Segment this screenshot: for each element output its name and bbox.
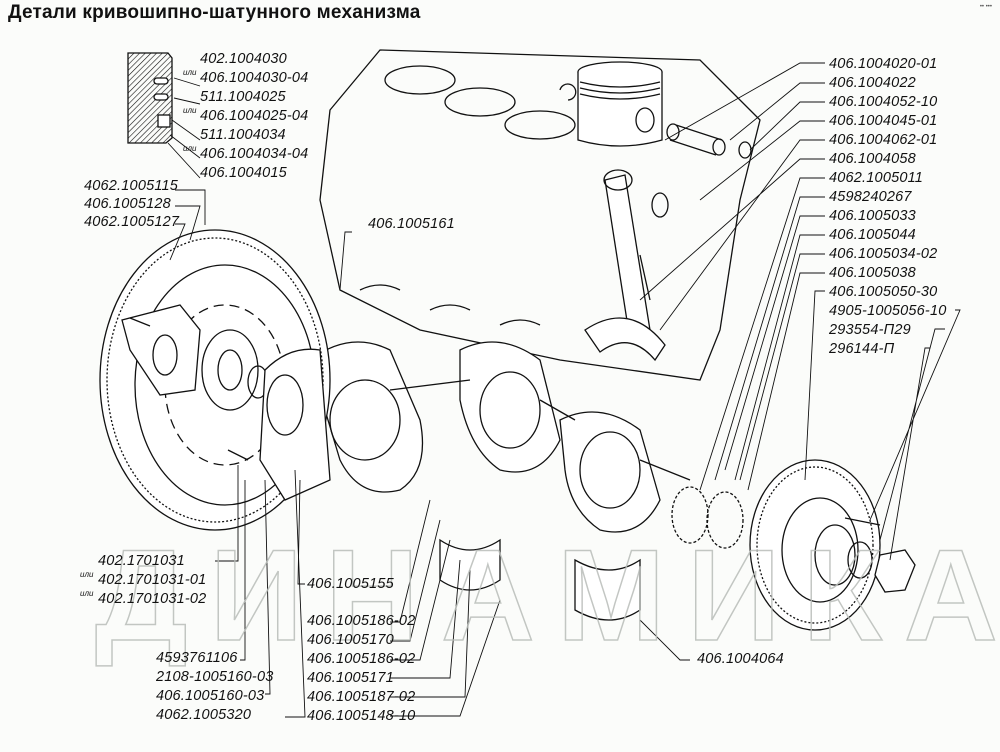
piston-ring-section <box>127 52 173 144</box>
part-label: 402.1701031-02 <box>98 591 207 607</box>
or-word: или <box>80 570 94 579</box>
part-label: 4593761106 <box>156 650 238 666</box>
part-label: 406.1004064 <box>697 651 784 667</box>
part-label: 406.1005186-02 <box>307 613 416 629</box>
or-word: или <box>183 144 197 153</box>
part-label: 4062.1005115 <box>84 178 179 194</box>
part-label: 406.1004062-01 <box>829 132 938 148</box>
leader-lines <box>167 62 961 718</box>
part-label: 402.1701031 <box>98 553 185 569</box>
part-label: 406.1005155 <box>307 576 394 592</box>
part-label: 406.1005033 <box>829 208 916 224</box>
part-label: 406.1005161 <box>368 216 455 232</box>
part-label: 406.1004058 <box>829 151 916 167</box>
part-label: 4062.1005320 <box>156 707 252 723</box>
or-word: или <box>183 68 197 77</box>
part-label: 406.1004022 <box>829 75 916 91</box>
part-label: 406.1004034-04 <box>200 146 309 162</box>
part-label: 406.1005171 <box>307 670 394 686</box>
part-label: 293554-П29 <box>829 322 911 338</box>
part-label: 406.1004015 <box>200 165 287 181</box>
part-label: 406.1005148-10 <box>307 708 416 724</box>
part-label: 402.1004030 <box>200 51 287 67</box>
part-label: 406.1005186-02 <box>307 651 416 667</box>
bearing-caps <box>439 538 641 621</box>
watermark: ДИНАМИКА <box>94 521 1000 669</box>
part-label: 402.1701031-01 <box>98 572 207 588</box>
part-label: 4062.1005127 <box>84 214 180 230</box>
part-label: 406.1005160-03 <box>156 688 265 704</box>
part-label: 406.1005050-30 <box>829 284 938 300</box>
part-label: 4062.1005011 <box>829 170 924 186</box>
part-label: 406.1005038 <box>829 265 916 281</box>
part-label: 406.1005128 <box>84 196 171 212</box>
or-word: или <box>80 589 94 598</box>
part-label: 406.1005044 <box>829 227 916 243</box>
part-label: 511.1004034 <box>200 127 286 143</box>
engine-block <box>319 49 761 381</box>
crank-pulley <box>671 459 916 631</box>
part-label: 4598240267 <box>829 189 912 205</box>
part-label: 406.1004025-04 <box>200 108 309 124</box>
part-label: 4905-1005056-10 <box>829 303 947 319</box>
part-label: 296144-П <box>829 341 895 357</box>
part-label: 406.1004045-01 <box>829 113 938 129</box>
part-label: 2108-1005160-03 <box>156 669 274 685</box>
corner-mark: •• ••• <box>979 4 992 10</box>
part-label: 406.1004020-01 <box>829 56 938 72</box>
part-label: 406.1004052-10 <box>829 94 938 110</box>
piston-pin <box>651 123 752 218</box>
crankshaft <box>309 341 691 533</box>
piston <box>559 61 663 147</box>
connecting-rod <box>584 169 666 362</box>
or-word: или <box>183 106 197 115</box>
diagram-title: Детали кривошипно-шатунного механизма <box>8 2 421 23</box>
part-label: 511.1004025 <box>200 89 286 105</box>
part-label: 406.1005170 <box>307 632 394 648</box>
part-label: 406.1005187-02 <box>307 689 416 705</box>
part-label: 406.1005034-02 <box>829 246 938 262</box>
part-label: 406.1004030-04 <box>200 70 309 86</box>
